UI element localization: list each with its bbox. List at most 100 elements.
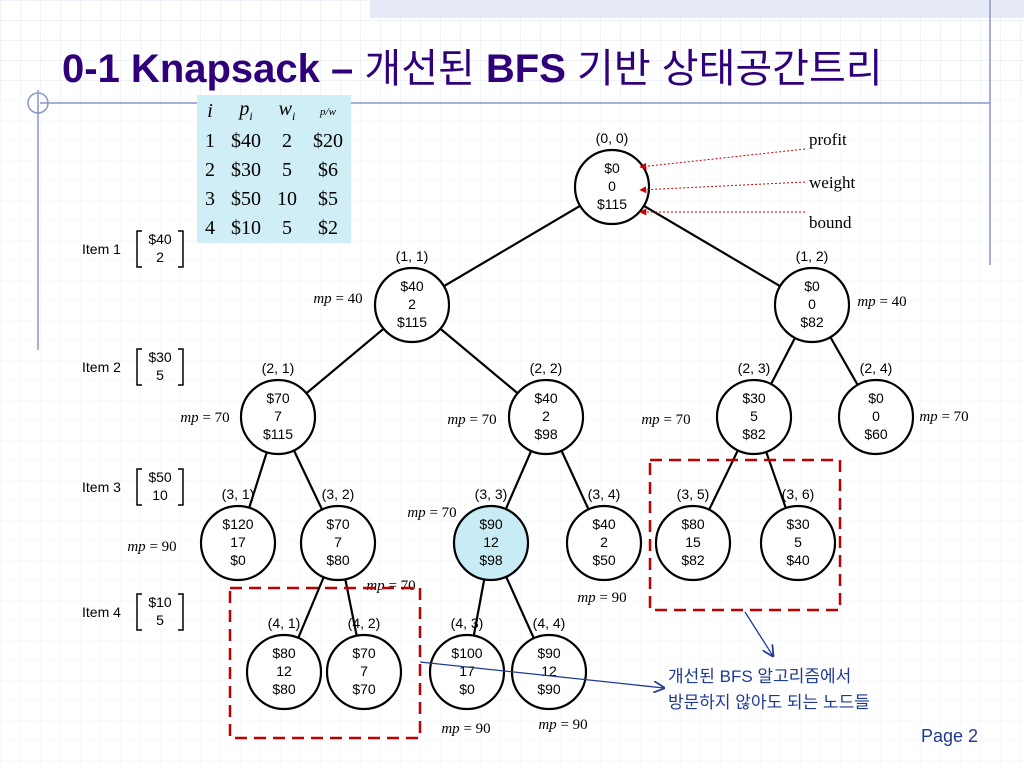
item-label: Item 4 <box>82 604 121 620</box>
node-id-label: (0, 0) <box>596 130 629 146</box>
mp-annotation: mp = 70 <box>366 578 415 594</box>
node-profit: $30 <box>786 516 810 532</box>
node-bound: $80 <box>326 552 350 568</box>
item-table-cell: $2 <box>318 217 338 239</box>
node-id-label: (4, 2) <box>348 615 381 631</box>
legend-profit: profit <box>809 130 847 149</box>
item-weight: 10 <box>152 487 168 503</box>
node-bound: $115 <box>397 314 427 330</box>
node-id-label: (3, 1) <box>222 486 255 502</box>
node-profit: $70 <box>326 516 350 532</box>
tree-edge <box>443 204 581 288</box>
tree-node <box>773 266 851 344</box>
page-number: Page 2 <box>920 726 978 746</box>
node-id-label: (3, 3) <box>475 486 508 502</box>
tree-node <box>325 633 403 711</box>
node-id-label: (1, 2) <box>796 248 829 264</box>
item-table-cell: $10 <box>231 217 261 239</box>
node-profit: $100 <box>451 645 482 661</box>
header-w: wi <box>278 98 296 123</box>
node-profit: $90 <box>479 516 503 532</box>
item-profit: $40 <box>148 231 172 247</box>
node-weight: 7 <box>360 663 368 679</box>
mp-annotation: mp = 90 <box>127 539 176 555</box>
item-table-cell: $30 <box>231 159 261 181</box>
node-profit: $40 <box>534 390 558 406</box>
node-bound: $98 <box>534 426 558 442</box>
callout-arrow-left <box>419 661 664 688</box>
node-weight: 12 <box>276 663 292 679</box>
item-table-cell: 5 <box>282 217 292 239</box>
item-table-cell: $6 <box>318 159 338 181</box>
node-bound: $0 <box>459 681 475 697</box>
title-mid: BFS <box>474 47 578 91</box>
node-id-label: (2, 3) <box>738 360 771 376</box>
item-table-cell: 4 <box>205 217 215 239</box>
tree-edge <box>292 449 324 511</box>
title-korean-1: 개선된 <box>364 47 475 91</box>
node-weight: 2 <box>408 296 416 312</box>
node-id-label: (2, 2) <box>530 360 563 376</box>
pruned-box-right <box>648 458 842 612</box>
tree-edge <box>305 327 385 395</box>
node-bound: $90 <box>537 681 561 697</box>
item-table-cell: $50 <box>231 188 261 210</box>
item-table-cell: 2 <box>205 159 215 181</box>
mp-annotation: mp = 70 <box>407 505 456 521</box>
legend-pointer <box>639 148 806 170</box>
mp-annotation: mp = 70 <box>919 409 968 425</box>
node-id-label: (3, 6) <box>782 486 815 502</box>
item-table-cell: $40 <box>231 130 261 152</box>
item-table-cell: 5 <box>282 159 292 181</box>
node-weight: 0 <box>872 408 880 424</box>
node-weight: 2 <box>542 408 550 424</box>
item-weight: 2 <box>156 249 164 265</box>
callout-arrow-up <box>744 611 773 656</box>
node-bound: $50 <box>592 552 616 568</box>
node-weight: 2 <box>600 534 608 550</box>
node-id-label: (2, 1) <box>262 360 295 376</box>
node-bound: $98 <box>479 552 503 568</box>
node-bound: $80 <box>272 681 296 697</box>
slide-title: 0-1 Knapsack – 개선된 BFS 기반 상태공간트리 <box>62 36 883 94</box>
node-profit: $0 <box>604 160 620 176</box>
node-weight: 15 <box>685 534 701 550</box>
tree-edge <box>248 451 268 509</box>
bracket-left <box>136 468 142 506</box>
node-weight: 0 <box>608 178 616 194</box>
tree-node <box>654 504 732 582</box>
item-table-header: i pi wi p/w <box>197 95 351 127</box>
node-bound: $82 <box>800 314 824 330</box>
tree-node <box>199 504 277 582</box>
tree-edge <box>770 337 796 385</box>
node-weight: 7 <box>274 408 282 424</box>
node-profit: $80 <box>681 516 705 532</box>
mp-annotation: mp = 90 <box>441 721 490 737</box>
title-prefix: 0-1 Knapsack – <box>62 47 365 91</box>
mp-annotation: mp = 90 <box>538 717 587 733</box>
node-weight: 17 <box>230 534 246 550</box>
node-weight: 5 <box>750 408 758 424</box>
node-profit: $70 <box>266 390 290 406</box>
item-table-cell: 1 <box>205 130 215 152</box>
node-id-label: (3, 5) <box>677 486 710 502</box>
node-profit: $40 <box>400 278 424 294</box>
node-weight: 17 <box>459 663 475 679</box>
bracket-right <box>178 348 184 386</box>
tree-edge <box>560 450 590 510</box>
bracket-left <box>136 593 142 631</box>
tree-edge <box>643 204 781 288</box>
item-weight: 5 <box>156 367 164 383</box>
node-profit: $120 <box>222 516 253 532</box>
item-profit: $50 <box>148 469 172 485</box>
node-bound: $82 <box>681 552 705 568</box>
node-bound: $40 <box>786 552 810 568</box>
mp-annotation: mp = 90 <box>577 590 626 606</box>
item-table-cell: $5 <box>318 188 338 210</box>
node-bound: $70 <box>352 681 376 697</box>
node-weight: 0 <box>808 296 816 312</box>
